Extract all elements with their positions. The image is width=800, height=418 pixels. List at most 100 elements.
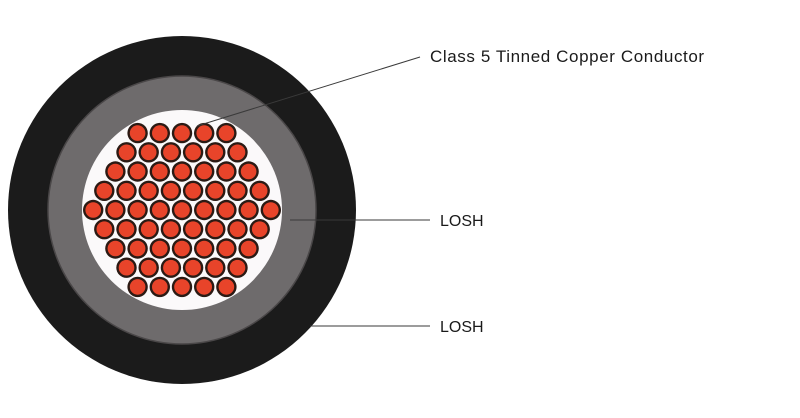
strand	[127, 238, 148, 259]
strand-core	[207, 183, 224, 199]
strand	[249, 180, 270, 201]
strand-core	[174, 240, 190, 257]
strand-core	[218, 125, 235, 141]
strand-core	[118, 221, 135, 237]
strand	[238, 161, 259, 182]
strand-core	[140, 183, 157, 199]
strand-core	[163, 221, 179, 237]
strand-core	[229, 183, 246, 199]
strand	[138, 142, 159, 163]
strand-core	[152, 163, 168, 180]
strand	[105, 238, 126, 259]
strand	[194, 161, 215, 182]
conductor-leader-line	[196, 56, 421, 127]
sheath-label: LOSH	[440, 319, 484, 336]
strand-core	[129, 279, 146, 295]
strand	[182, 180, 204, 201]
strand-core	[140, 221, 157, 237]
strand	[94, 180, 115, 201]
strand-core	[140, 259, 157, 276]
strand-core	[152, 240, 168, 257]
strand	[116, 142, 137, 163]
strand-core	[251, 221, 268, 237]
strand-core	[207, 221, 224, 237]
strand	[138, 219, 159, 240]
strand	[160, 257, 182, 278]
strand-core	[163, 183, 179, 199]
strand-core	[85, 202, 101, 218]
strand-core	[196, 240, 212, 257]
strand-core	[163, 144, 179, 161]
strand-core	[196, 163, 212, 180]
strand	[116, 219, 137, 240]
strand	[205, 257, 226, 278]
strand	[238, 199, 259, 221]
strand-core	[229, 221, 246, 237]
strand	[205, 219, 226, 240]
strand-core	[185, 259, 201, 276]
strand-core	[218, 279, 235, 295]
strand-core	[185, 144, 201, 161]
strand	[227, 257, 248, 278]
strand	[194, 276, 215, 298]
strand-core	[218, 163, 235, 180]
strand	[194, 122, 215, 144]
strand	[149, 199, 170, 221]
strand	[182, 219, 204, 240]
strand	[160, 180, 182, 201]
strand	[182, 257, 204, 278]
strand	[216, 122, 237, 144]
strand	[171, 276, 193, 298]
strand	[205, 142, 226, 163]
strand	[149, 276, 170, 298]
strand-core	[196, 279, 212, 295]
strand	[149, 161, 170, 182]
strand	[227, 180, 248, 201]
strand	[171, 122, 193, 144]
strand	[138, 180, 159, 201]
strand	[216, 276, 237, 298]
strand	[194, 199, 215, 221]
strand-core	[129, 125, 146, 141]
strand-core	[96, 183, 113, 199]
strand-core	[251, 183, 268, 199]
strand	[171, 199, 193, 221]
strand	[116, 257, 137, 278]
strand-core	[152, 279, 168, 295]
strand-core	[218, 240, 235, 257]
strand	[171, 238, 193, 259]
strand-core	[218, 202, 235, 218]
strand-core	[229, 144, 246, 161]
strand-core	[96, 221, 113, 237]
strand	[127, 122, 148, 144]
strand-core	[263, 202, 279, 218]
strand	[105, 161, 126, 182]
strand-core	[196, 202, 212, 218]
strand-core	[207, 259, 224, 276]
strand	[83, 199, 104, 221]
strand-core	[196, 125, 212, 141]
strand	[171, 161, 193, 182]
strand-core	[129, 163, 146, 180]
strand	[160, 142, 182, 163]
strand	[238, 238, 259, 259]
strand	[160, 219, 182, 240]
strand-core	[174, 202, 190, 218]
strand	[182, 142, 204, 163]
strand	[216, 238, 237, 259]
strand-core	[107, 240, 124, 257]
strand-core	[240, 163, 257, 180]
strand-core	[240, 202, 257, 218]
strand-core	[152, 125, 168, 141]
strand	[138, 257, 159, 278]
strand-core	[174, 163, 190, 180]
strand-core	[152, 202, 168, 218]
strand-core	[129, 240, 146, 257]
strand-core	[107, 202, 124, 218]
conductor-label: Class 5 Tinned Copper Conductor	[430, 47, 705, 66]
strand	[127, 161, 148, 182]
strand	[194, 238, 215, 259]
strand	[205, 180, 226, 201]
strand-core	[118, 144, 135, 161]
